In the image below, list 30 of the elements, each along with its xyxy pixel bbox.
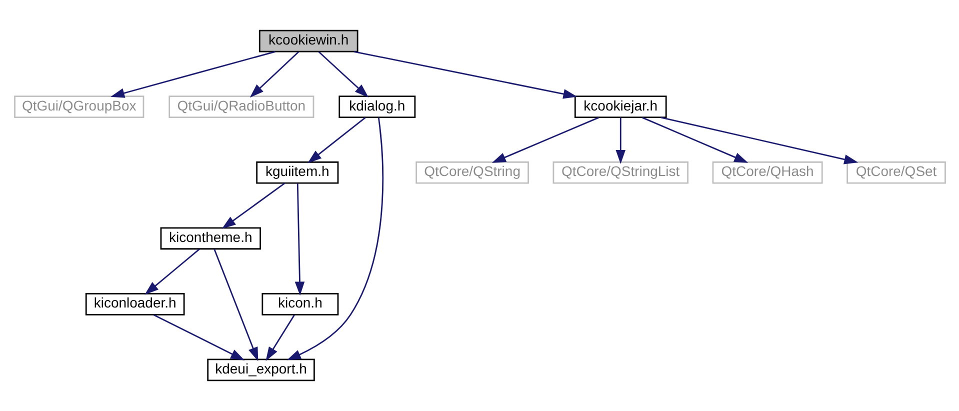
arrow	[642, 116, 748, 163]
node-box: QtCore/QStringList	[552, 161, 688, 184]
arrow	[152, 314, 244, 360]
node-box: kicon.h	[261, 292, 338, 316]
arrow	[491, 116, 599, 163]
node-box: kdeui_export.h	[206, 358, 314, 382]
node-box: QtCore/QSet	[846, 161, 946, 184]
arrow	[660, 116, 858, 164]
arrow	[110, 50, 275, 98]
arrow	[318, 51, 368, 98]
arrow	[213, 248, 258, 362]
node-box: QtGui/QRadioButton	[168, 96, 314, 118]
arrow	[144, 248, 200, 295]
arrow	[221, 182, 284, 229]
node-box: QtCore/QString	[415, 161, 528, 184]
node-box: kdialog.h	[338, 96, 416, 118]
node-box: kcookiewin.h	[258, 30, 358, 52]
node-box: QtCore/QHash	[712, 161, 822, 184]
node-box: QtGui/QGroupBox	[14, 96, 144, 118]
arrow	[353, 50, 577, 99]
arrow	[307, 117, 366, 164]
arrow	[286, 117, 383, 360]
arrow	[615, 118, 626, 164]
node-box: kguiitem.h	[256, 161, 338, 184]
arrow	[265, 314, 295, 361]
node-box: kiconloader.h	[84, 292, 184, 316]
arrow	[294, 183, 304, 296]
node-box: kcookiejar.h	[574, 96, 666, 118]
node-box: kicontheme.h	[160, 227, 261, 250]
arrow	[249, 51, 299, 98]
